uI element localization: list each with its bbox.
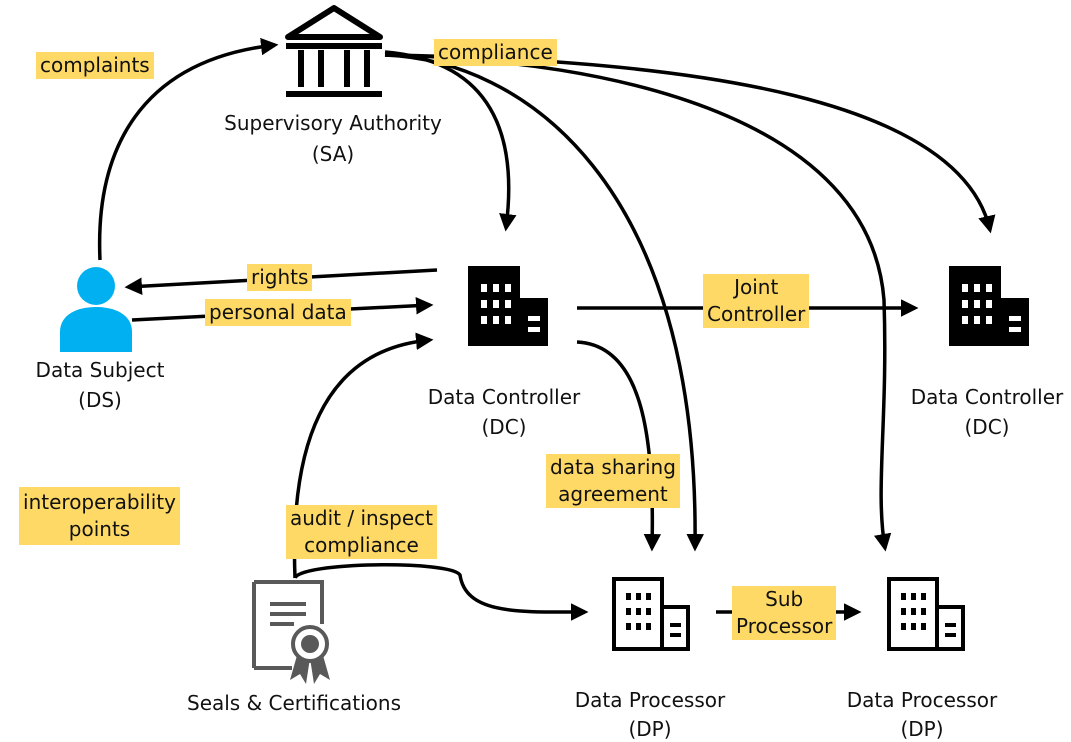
label-sub-processor: Sub Processor — [732, 586, 837, 640]
label-audit-line2: compliance — [304, 533, 419, 557]
edge-compliance-dc2 — [384, 53, 996, 234]
institution-icon — [285, 5, 383, 97]
building-outline-icon — [612, 577, 690, 651]
edge-compliance-dc1 — [384, 50, 517, 232]
legend-line2: points — [68, 517, 131, 541]
ds-abbr: (DS) — [78, 388, 122, 412]
building-solid-icon — [949, 266, 1029, 346]
sa-abbr: (SA) — [311, 142, 355, 166]
dc1-abbr: (DC) — [481, 415, 527, 439]
edge-data-sharing — [576, 340, 662, 552]
label-personal-data: personal data — [205, 299, 351, 326]
label-audit-line1: audit / inspect — [290, 506, 433, 530]
dp2-abbr: (DP) — [900, 717, 944, 741]
label-joint-controller: Joint Controller — [703, 274, 810, 328]
edge-certification-dp — [293, 563, 589, 621]
label-data-sharing-agreement: data sharing agreement — [546, 454, 680, 508]
ds-name: Data Subject — [35, 358, 165, 382]
label-joint-controller-line1: Joint — [734, 275, 779, 299]
label-sub-processor-line2: Processor — [736, 614, 833, 638]
building-outline-icon — [887, 577, 965, 651]
label-complaints: complaints — [36, 52, 154, 79]
dc2-name: Data Controller — [910, 385, 1064, 409]
label-audit-inspect-compliance: audit / inspect compliance — [286, 505, 437, 559]
dp1-abbr: (DP) — [628, 717, 672, 741]
dc2-abbr: (DC) — [964, 415, 1010, 439]
sa-name: Supervisory Authority — [224, 111, 442, 135]
certificate-icon — [252, 580, 330, 684]
dc1-name: Data Controller — [427, 385, 581, 409]
label-sub-processor-line1: Sub — [765, 587, 804, 611]
legend-line1: interoperability — [23, 490, 176, 514]
label-compliance: compliance — [434, 39, 557, 66]
label-rights: rights — [247, 264, 313, 291]
edge-complaints — [97, 37, 279, 261]
dp2-name: Data Processor — [846, 688, 998, 712]
label-data-sharing-line2: agreement — [558, 482, 668, 506]
dp1-name: Data Processor — [574, 688, 726, 712]
edge-compliance-dp2 — [384, 53, 892, 552]
label-joint-controller-line2: Controller — [707, 302, 806, 326]
building-solid-icon — [468, 266, 548, 346]
label-data-sharing-line1: data sharing — [550, 455, 676, 479]
person-icon — [60, 267, 132, 352]
legend-interoperability-points: interoperability points — [19, 487, 180, 545]
seals-name: Seals & Certifications — [186, 691, 402, 715]
